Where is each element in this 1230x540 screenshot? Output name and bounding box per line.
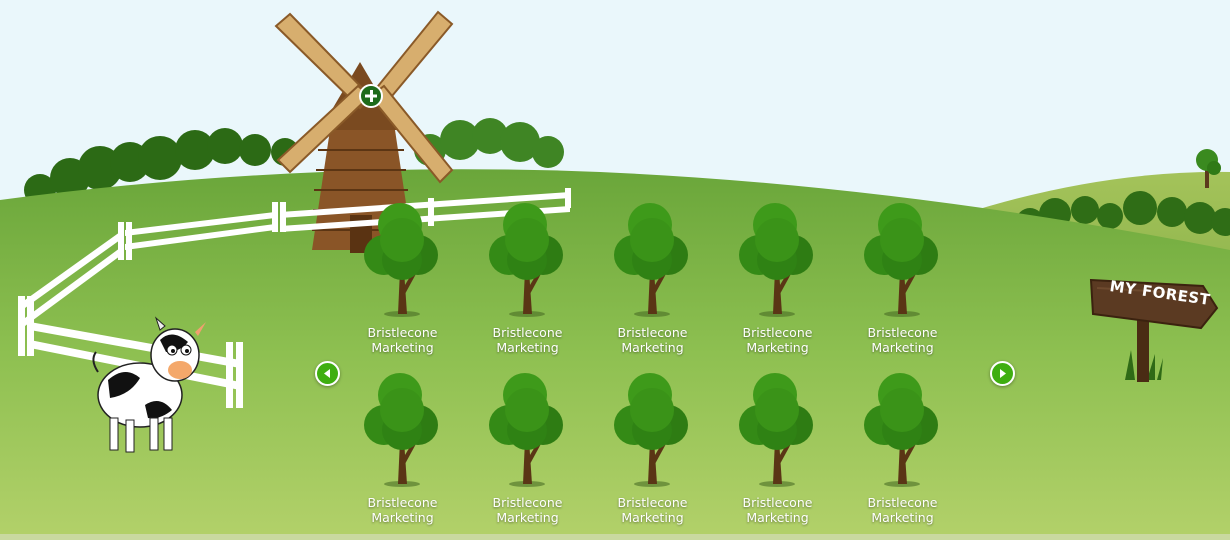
- tree-name: Bristlecone Marketing: [590, 325, 715, 355]
- tree-name-line1: Bristlecone: [867, 495, 938, 510]
- ground-strip: [0, 534, 1230, 540]
- tree-name-line1: Bristlecone: [742, 325, 813, 340]
- tree-icon: [614, 373, 688, 487]
- tree-item[interactable]: Bristlecone Marketing: [715, 195, 840, 360]
- plus-icon: [365, 90, 377, 102]
- tree-name-line1: Bristlecone: [492, 495, 563, 510]
- tree-name: Bristlecone Marketing: [590, 495, 715, 525]
- tree-name-line1: Bristlecone: [367, 495, 438, 510]
- tree-name: Bristlecone Marketing: [715, 325, 840, 355]
- tree-name-line2: Marketing: [496, 340, 559, 355]
- cow: [92, 316, 206, 453]
- next-page-button[interactable]: [990, 361, 1015, 386]
- tree-icon: [489, 203, 563, 317]
- tree-item[interactable]: Bristlecone Marketing: [840, 195, 965, 360]
- tree-icon: [364, 373, 438, 487]
- tree-name-line1: Bristlecone: [867, 325, 938, 340]
- tree-item[interactable]: Bristlecone Marketing: [340, 195, 465, 360]
- tree-name: Bristlecone Marketing: [715, 495, 840, 525]
- tree-icon: [739, 373, 813, 487]
- tree-name: Bristlecone Marketing: [840, 325, 965, 355]
- tree-name: Bristlecone Marketing: [465, 325, 590, 355]
- prev-page-button[interactable]: [315, 361, 340, 386]
- small-distant-tree: [1196, 149, 1221, 188]
- tree-name-line2: Marketing: [371, 340, 434, 355]
- tree-name-line2: Marketing: [746, 340, 809, 355]
- tree-name-line2: Marketing: [871, 510, 934, 525]
- tree-name-line2: Marketing: [871, 340, 934, 355]
- right-arrow-icon: [1000, 369, 1006, 378]
- tree-name-line1: Bristlecone: [742, 495, 813, 510]
- my-forest-sign[interactable]: MY FOREST: [1085, 262, 1220, 387]
- tree-name-line2: Marketing: [371, 510, 434, 525]
- tree-name-line1: Bristlecone: [492, 325, 563, 340]
- tree-name: Bristlecone Marketing: [340, 495, 465, 525]
- tree-item[interactable]: Bristlecone Marketing: [590, 195, 715, 360]
- tree-name: Bristlecone Marketing: [840, 495, 965, 525]
- tree-icon: [739, 203, 813, 317]
- tree-icon: [864, 373, 938, 487]
- tree-name: Bristlecone Marketing: [465, 495, 590, 525]
- add-tree-button[interactable]: [359, 84, 383, 108]
- tree-name: Bristlecone Marketing: [340, 325, 465, 355]
- tree-icon: [864, 203, 938, 317]
- tree-item[interactable]: Bristlecone Marketing: [715, 365, 840, 530]
- tree-item[interactable]: Bristlecone Marketing: [840, 365, 965, 530]
- tree-icon: [364, 203, 438, 317]
- left-arrow-icon: [324, 369, 330, 378]
- tree-item[interactable]: Bristlecone Marketing: [590, 365, 715, 530]
- wooden-sign-icon: [1089, 278, 1219, 382]
- tree-name-line2: Marketing: [496, 510, 559, 525]
- tree-name-line2: Marketing: [746, 510, 809, 525]
- tree-name-line2: Marketing: [621, 510, 684, 525]
- tree-name-line1: Bristlecone: [617, 495, 688, 510]
- tree-icon: [489, 373, 563, 487]
- tree-name-line2: Marketing: [621, 340, 684, 355]
- tree-item[interactable]: Bristlecone Marketing: [465, 365, 590, 530]
- tree-item[interactable]: Bristlecone Marketing: [340, 365, 465, 530]
- tree-name-line1: Bristlecone: [367, 325, 438, 340]
- tree-icon: [614, 203, 688, 317]
- tree-item[interactable]: Bristlecone Marketing: [465, 195, 590, 360]
- tree-grid: Bristlecone Marketing Bristlecone Market…: [340, 195, 970, 535]
- tree-name-line1: Bristlecone: [617, 325, 688, 340]
